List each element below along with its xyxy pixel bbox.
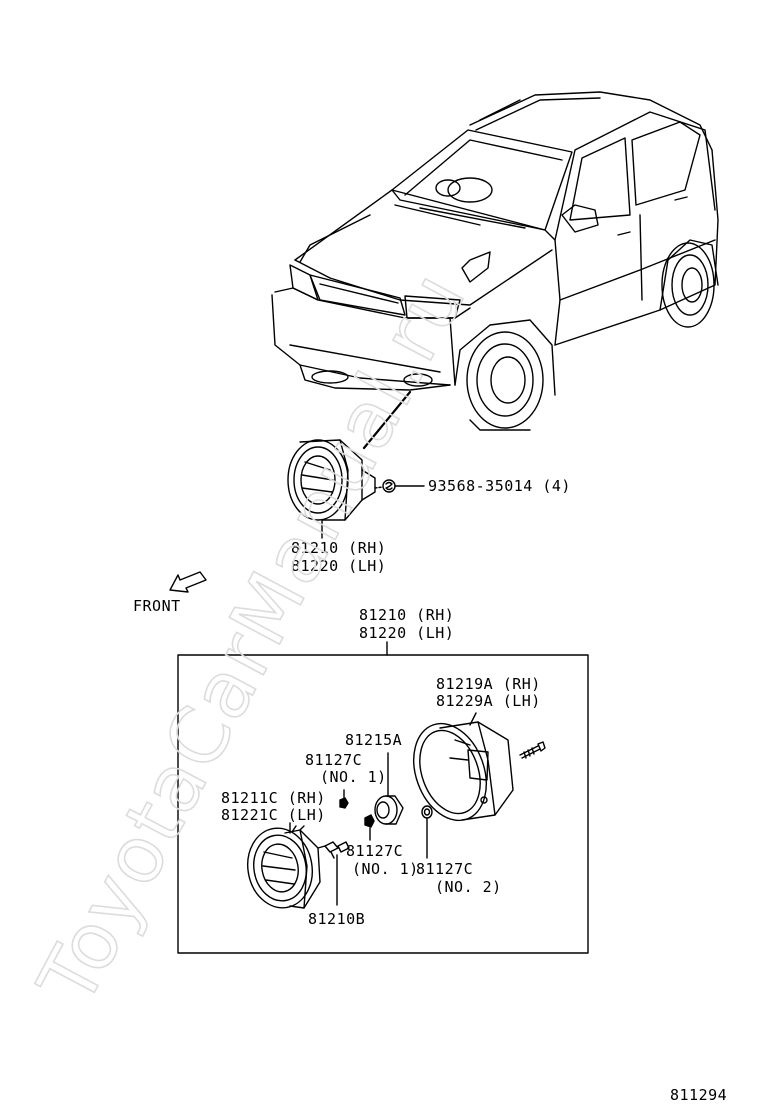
housing-lh-label: 81229A (LH): [436, 692, 541, 710]
housing-illustration: [413, 721, 514, 822]
fog-lamp-assembly-illustration: [287, 439, 376, 521]
bulb-illustration: [317, 841, 350, 859]
lens-rh-label: 81211C (RH): [221, 789, 326, 807]
nut-lower-no-label: (NO. 1): [352, 860, 419, 878]
nut-lower-illustration: [364, 814, 375, 828]
nut-upper-illustration: [339, 797, 349, 809]
diagram-number: 811294: [670, 1086, 728, 1104]
front-direction-label: FRONT: [133, 597, 181, 615]
assembly-rh-top-label: 81210 (RH): [291, 539, 387, 557]
front-arrow-icon: [169, 571, 207, 593]
nut-lower-label: 81127C: [346, 842, 404, 860]
socket-illustration: [374, 795, 404, 825]
socket-label: 81215A: [345, 731, 403, 749]
assembly-lh-top-label: 81220 (LH): [291, 557, 387, 575]
assembly-rh-box-label: 81210 (RH): [359, 606, 455, 624]
nut-no2-illustration: [421, 805, 433, 819]
nut-upper-label: 81127C: [305, 751, 363, 769]
nut-no2-no-label: (NO. 2): [435, 878, 502, 896]
nut-no2-label: 81127C: [416, 860, 474, 878]
housing-rh-label: 81219A (RH): [436, 675, 541, 693]
assembly-lh-box-label: 81220 (LH): [359, 624, 455, 642]
lens-lh-label: 81221C (LH): [221, 806, 326, 824]
nut-upper-no-label: (NO. 1): [320, 768, 387, 786]
exploded-view-box: [177, 654, 589, 954]
bolt-symbol: [374, 479, 425, 493]
bulb-label: 81210B: [308, 910, 366, 928]
lens-illustration: [247, 825, 321, 909]
vehicle-illustration: [271, 91, 719, 450]
screw-illustration: [519, 741, 546, 759]
bolt-part-number: 93568-35014 (4): [428, 477, 571, 495]
